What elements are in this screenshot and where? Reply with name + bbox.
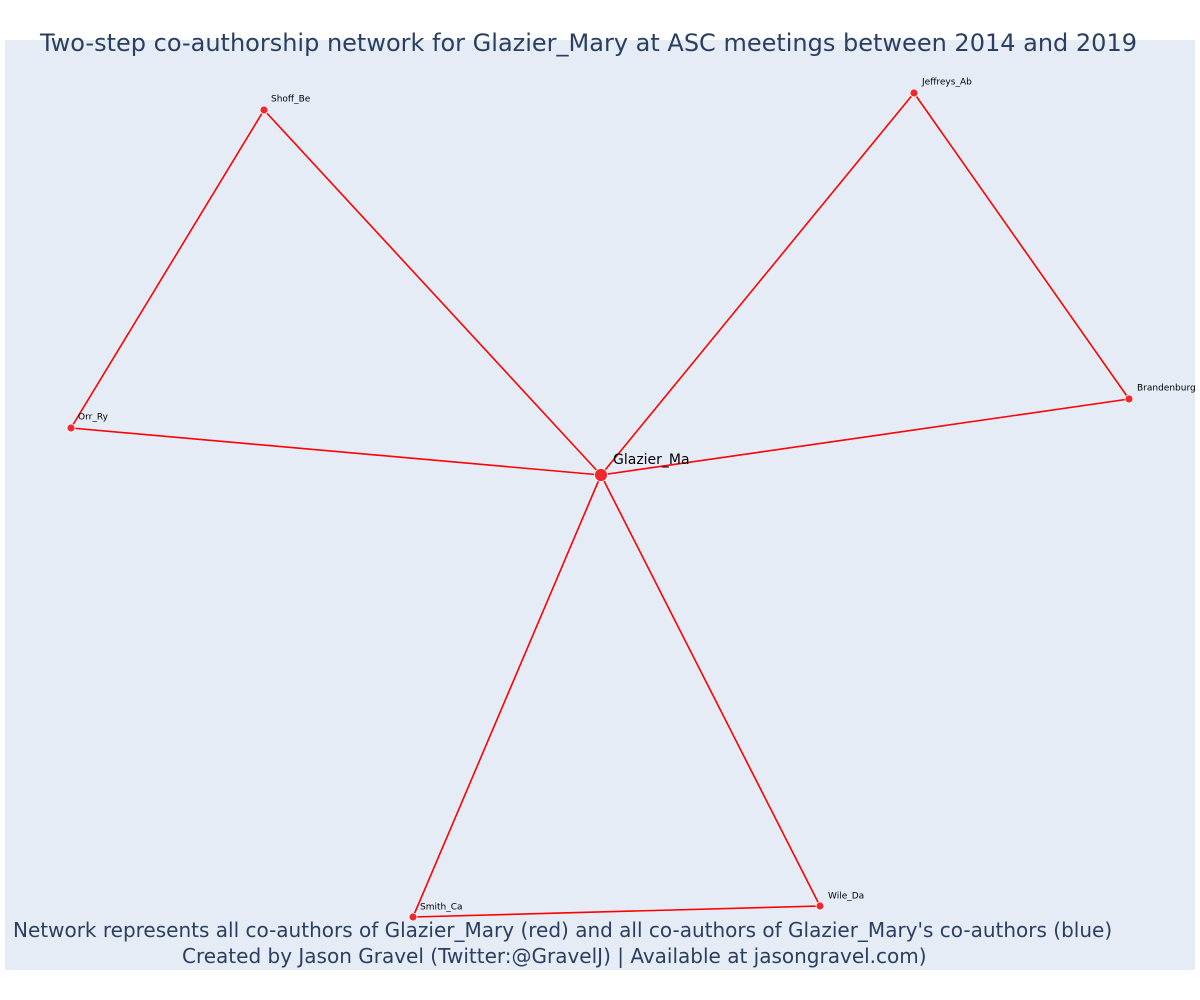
node-label-Shoff_Be: Shoff_Be [271, 95, 311, 105]
node-label-Wile_Da: Wile_Da [828, 892, 864, 902]
node-label-Smith_Ca: Smith_Ca [420, 903, 463, 913]
node-Brandenburg[interactable] [1124, 394, 1134, 404]
edge-Glazier_Ma-Jeffreys_Ab [600, 92, 915, 476]
plot-background [5, 40, 1195, 970]
edge-Jeffreys_Ab-Brandenburg [913, 92, 1130, 400]
edge-Glazier_Ma-Smith_Ca [412, 474, 602, 918]
caption-line-1: Network represents all co-authors of Gla… [13, 918, 1113, 942]
node-Glazier_Ma[interactable] [594, 468, 608, 482]
edges-layer [70, 92, 1130, 918]
chart-title: Two-step co-authorship network for Glazi… [39, 29, 1137, 57]
edge-Glazier_Ma-Orr_Ry [70, 427, 602, 476]
node-label-Jeffreys_Ab: Jeffreys_Ab [921, 78, 972, 88]
caption-line-2: Created by Jason Gravel (Twitter:@Gravel… [182, 944, 927, 968]
edge-Glazier_Ma-Wile_Da [600, 474, 821, 907]
node-label-Brandenburg: Brandenburg [1137, 384, 1196, 394]
nodes-layer [66, 88, 1134, 922]
node-Smith_Ca[interactable] [408, 912, 418, 922]
node-Shoff_Be[interactable] [259, 105, 269, 115]
edge-Shoff_Be-Orr_Ry [70, 109, 265, 429]
node-Jeffreys_Ab[interactable] [909, 88, 919, 98]
node-Wile_Da[interactable] [815, 901, 825, 911]
node-label-Orr_Ry: Orr_Ry [78, 413, 109, 423]
node-Orr_Ry[interactable] [66, 423, 76, 433]
edge-Glazier_Ma-Brandenburg [600, 398, 1130, 476]
node-label-Glazier_Ma: Glazier_Ma [613, 452, 690, 468]
edge-Smith_Ca-Wile_Da [412, 905, 821, 918]
edge-Glazier_Ma-Shoff_Be [263, 109, 602, 476]
